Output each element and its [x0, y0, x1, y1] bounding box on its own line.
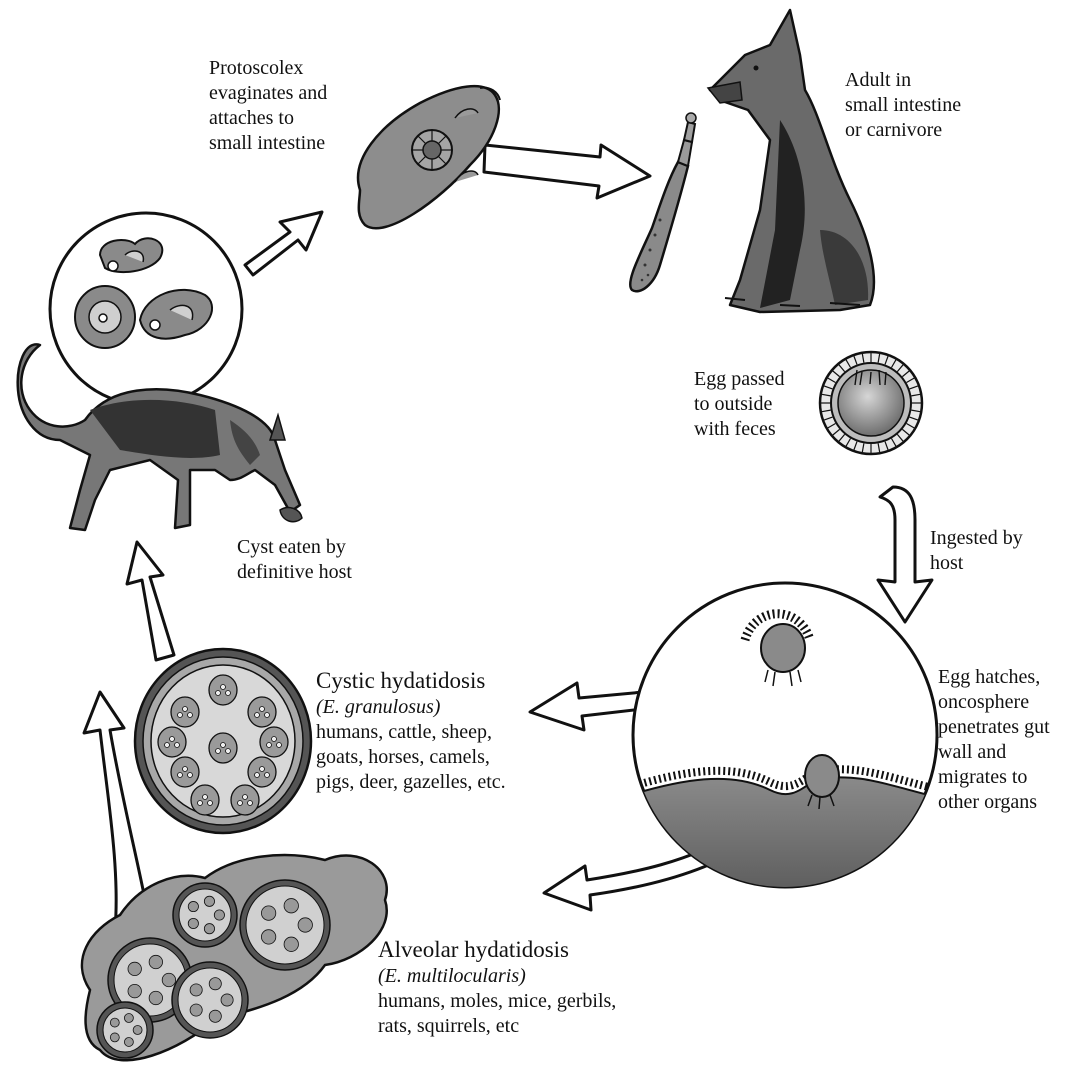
label-egg-passed-line-2: to outside — [694, 393, 772, 415]
label-egg-hatches-line-1: Egg hatches, — [938, 666, 1040, 688]
label-adult-line-3: or carnivore — [845, 119, 942, 141]
protoscolex-illustration — [358, 86, 500, 228]
label-cyst-eaten: Cyst eaten by definitive host — [237, 536, 352, 583]
egg-illustration — [820, 352, 922, 454]
label-protoscolex: Protoscolex evaginates and attaches to s… — [209, 57, 327, 154]
cystic-hydatid-cyst-illustration — [135, 649, 311, 833]
label-egg-hatches-line-6: other organs — [938, 791, 1037, 813]
label-cyst-eaten-line-2: definitive host — [237, 561, 352, 583]
adult-tapeworm-illustration — [630, 113, 696, 291]
label-adult-line-2: small intestine — [845, 94, 961, 116]
label-ingested-line-2: host — [930, 552, 964, 574]
label-protoscolex-line-4: small intestine — [209, 132, 325, 154]
label-egg-hatches: Egg hatches, oncosphere penetrates gut w… — [938, 666, 1050, 813]
protoscolex-closeup-illustration — [50, 213, 242, 405]
label-egg-hatches-line-2: oncosphere — [938, 691, 1029, 713]
alveolar-species: (E. multilocularis) — [378, 965, 526, 987]
label-ingested-line-1: Ingested by — [930, 527, 1023, 549]
cystic-species: (E. granulosus) — [316, 696, 441, 718]
label-cyst-eaten-line-1: Cyst eaten by — [237, 536, 346, 558]
label-cystic-hydatidosis: Cystic hydatidosis (E. granulosus) human… — [316, 668, 506, 793]
label-ingested: Ingested by host — [930, 527, 1023, 574]
label-egg-passed: Egg passed to outside with feces — [694, 368, 785, 440]
alveolar-title: Alveolar hydatidosis — [378, 937, 569, 962]
label-protoscolex-line-3: attaches to — [209, 107, 294, 129]
cystic-title: Cystic hydatidosis — [316, 668, 485, 693]
label-egg-hatches-line-4: wall and — [938, 741, 1006, 763]
alveolar-hosts-line-2: rats, squirrels, etc — [378, 1015, 519, 1037]
cystic-hosts-line-3: pigs, deer, gazelles, etc. — [316, 771, 506, 793]
alveolar-hosts-line-1: humans, moles, mice, gerbils, — [378, 990, 616, 1012]
arrow-cyst-to-dog — [127, 542, 174, 660]
label-egg-passed-line-1: Egg passed — [694, 368, 785, 390]
label-egg-hatches-line-3: penetrates gut — [938, 716, 1050, 738]
label-protoscolex-line-1: Protoscolex — [209, 57, 303, 79]
cystic-hosts-line-1: humans, cattle, sheep, — [316, 721, 492, 743]
label-egg-passed-line-3: with feces — [694, 418, 776, 440]
label-alveolar-hydatidosis: Alveolar hydatidosis (E. multilocularis)… — [378, 937, 616, 1037]
arrow-to-adult — [484, 145, 650, 198]
label-adult-line-1: Adult in — [845, 69, 911, 91]
label-adult: Adult in small intestine or carnivore — [845, 69, 961, 141]
label-egg-hatches-line-5: migrates to — [938, 766, 1027, 788]
intestine-closeup-illustration — [630, 583, 950, 900]
sitting-dog-illustration — [708, 10, 874, 312]
cystic-hosts-line-2: goats, horses, camels, — [316, 746, 490, 768]
arrow-ingested — [878, 487, 932, 622]
label-protoscolex-line-2: evaginates and — [209, 82, 327, 104]
arrow-to-protoscolex — [245, 212, 322, 275]
